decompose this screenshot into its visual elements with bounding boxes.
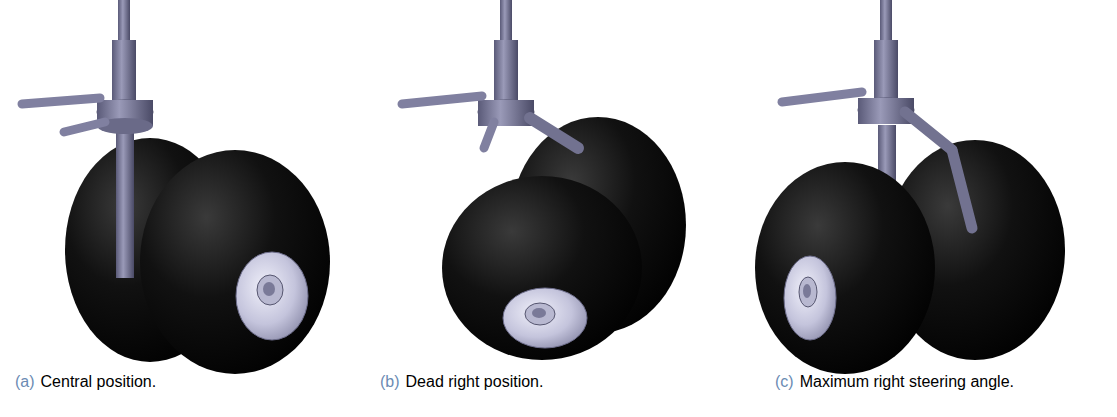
gear-dead-right — [402, 0, 686, 360]
caption-text: Dead right position. — [406, 373, 544, 390]
gear-central — [22, 0, 330, 374]
subfigure-tag: (c) — [775, 373, 794, 390]
figure-caption: (a) Central position. — [15, 372, 345, 392]
figure-caption: (c) Maximum right steering angle. — [775, 372, 1030, 392]
caption-text: Central position. — [41, 373, 157, 390]
subfigure-tag: (a) — [15, 373, 35, 390]
caption-text: Maximum right steering angle. — [800, 373, 1014, 390]
gear-max-right — [755, 0, 1065, 374]
figure-caption: (b) Dead right position. — [380, 372, 710, 392]
subfigure-tag: (b) — [380, 373, 400, 390]
